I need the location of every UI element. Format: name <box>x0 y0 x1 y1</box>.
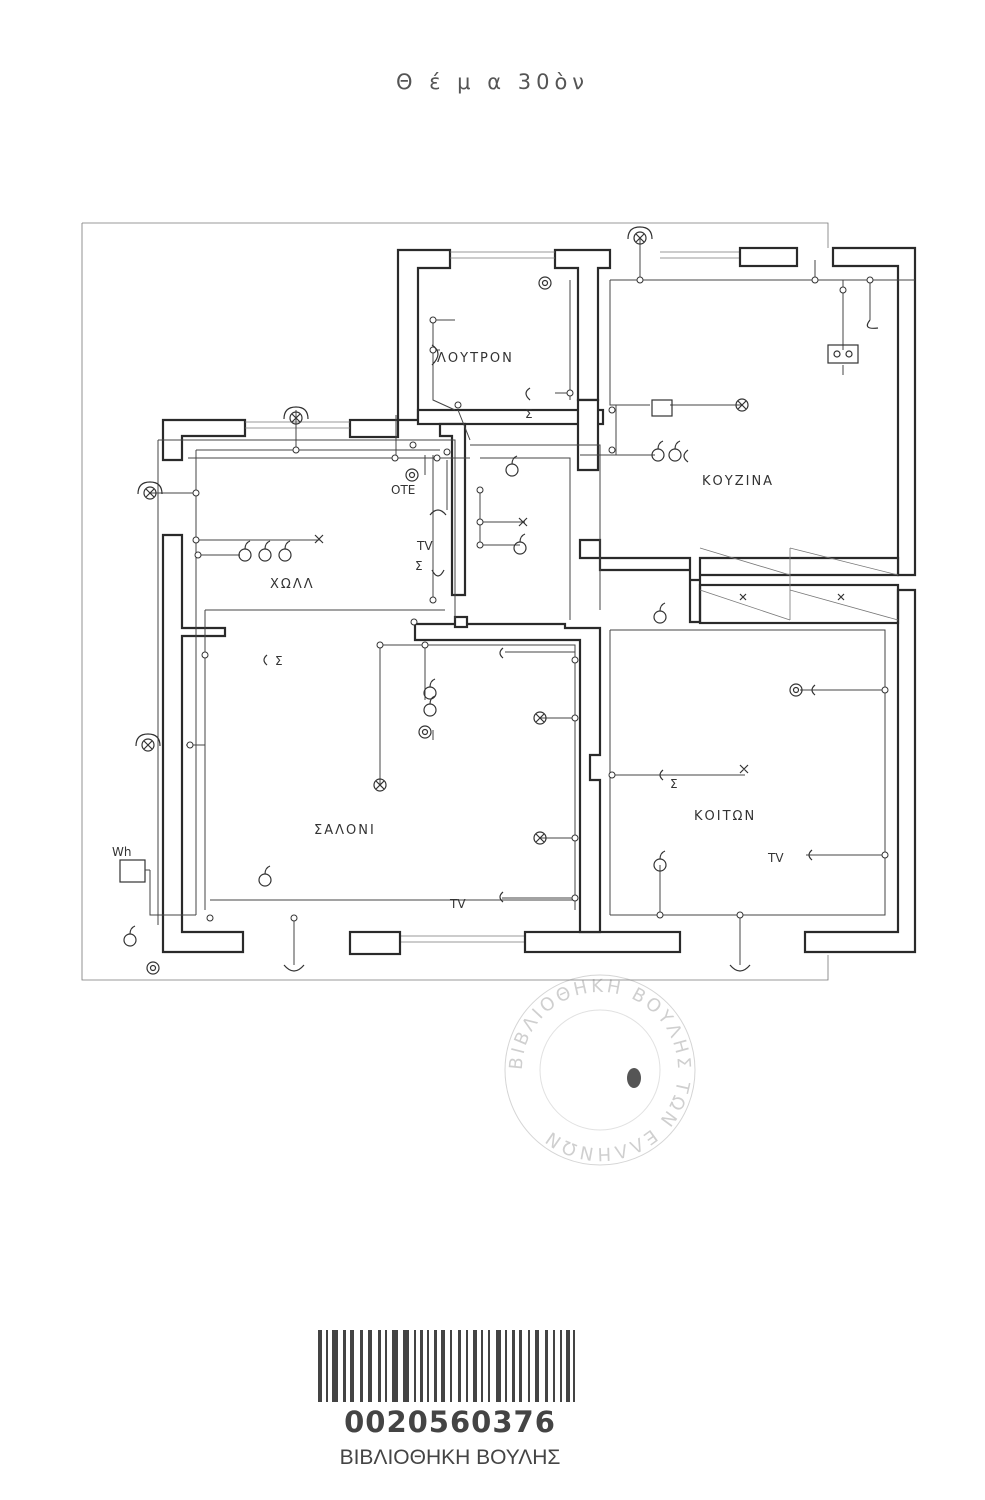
barcode-bar <box>385 1330 387 1402</box>
lamp-icon <box>283 406 309 425</box>
barcode-bar <box>466 1330 468 1402</box>
switch-icon <box>668 440 682 462</box>
barcode-bar <box>392 1330 398 1402</box>
switch-icon <box>651 440 665 462</box>
barcode-bar <box>553 1330 555 1402</box>
barcode-bar <box>441 1330 445 1402</box>
electricity-meter <box>119 859 150 883</box>
barcode-bar <box>434 1330 437 1402</box>
barcode-bar <box>535 1330 539 1402</box>
barcode-bar <box>414 1330 416 1402</box>
barcode-bar <box>573 1330 575 1402</box>
barcode-bar <box>545 1330 548 1402</box>
switch-icon <box>423 678 437 700</box>
sigma-label: Σ <box>275 654 283 668</box>
barcode-bar <box>458 1330 461 1402</box>
sigma-label: Σ <box>415 559 423 573</box>
lamp-icon <box>533 831 547 845</box>
barcode-bar <box>350 1330 354 1402</box>
barcode-bar <box>528 1330 530 1402</box>
barcode <box>318 1330 575 1402</box>
barcode-bar <box>378 1330 381 1402</box>
symbol-labels: ΟΤΕ TV TV TV Σ Σ Σ Σ Wh <box>112 407 784 911</box>
barcode-bar <box>368 1330 372 1402</box>
room-kitchen-label: ΚΟΥΖΙΝΑ <box>702 474 774 489</box>
room-labels: ΛΟΥΤΡΟΝ ΚΟΥΖΙΝΑ ΧΩΛΛ ΣΑΛΟΝΙ ΚΟΙΤΩΝ <box>270 351 774 838</box>
lamp-icon <box>137 481 163 500</box>
lamp-icon <box>627 226 653 245</box>
barcode-label: ΒΙΒΛΙΟΘΗΚΗ ΒΟΥΛΗΣ <box>339 1446 561 1469</box>
switch-icon <box>653 850 667 872</box>
tv-label: TV <box>449 897 466 911</box>
walls <box>161 246 917 956</box>
junction-nodes <box>186 276 889 922</box>
switch-icon <box>278 540 292 562</box>
lamp-icon <box>135 733 161 752</box>
wiring <box>149 238 915 965</box>
barcode-bar <box>332 1330 338 1402</box>
ceiling-lamp-icons <box>135 226 749 845</box>
barcode-bar <box>318 1330 322 1402</box>
barcode-bar <box>343 1330 346 1402</box>
switch-icons <box>123 440 682 947</box>
barcode-bar <box>560 1330 562 1402</box>
barcode-bar <box>481 1330 483 1402</box>
switch-icon <box>513 533 527 555</box>
switch-icon <box>238 540 252 562</box>
barcode-bar <box>519 1330 522 1402</box>
lamp-icon <box>735 398 749 412</box>
switch-icon <box>258 865 272 887</box>
switch-icon <box>505 455 519 477</box>
room-living-label: ΣΑΛΟΝΙ <box>314 823 376 838</box>
switch-icon <box>653 602 667 624</box>
switch-icon <box>258 540 272 562</box>
room-bedroom-label: ΚΟΙΤΩΝ <box>694 809 756 824</box>
barcode-bar <box>473 1330 477 1402</box>
meter-label: Wh <box>112 845 131 859</box>
barcode-bar <box>505 1330 507 1402</box>
sigma-label: Σ <box>670 777 678 791</box>
ink-blot <box>627 1068 641 1088</box>
ote-label: ΟΤΕ <box>391 483 415 497</box>
barcode-bar <box>326 1330 328 1402</box>
library-stamp: ΒΙΒΛΙΟΘΗΚΗ ΒΟΥΛΗΣ ΤΩΝ ΕΛΛΗΝΩΝ <box>504 974 696 1166</box>
svg-text:ΒΙΒΛΙΟΘΗΚΗ ΒΟΥΛΗΣ ΤΩΝ ΕΛΛΗΝΩΝ: ΒΙΒΛΙΟΘΗΚΗ ΒΟΥΛΗΣ ΤΩΝ ΕΛΛΗΝΩΝ <box>506 976 695 1164</box>
room-bathroom-label: ΛΟΥΤΡΟΝ <box>437 351 514 366</box>
barcode-number: 0020560376 <box>344 1405 556 1439</box>
lamp-icon <box>533 711 547 725</box>
barcode-bar <box>566 1330 570 1402</box>
room-hall-label: ΧΩΛΛ <box>270 577 315 592</box>
barcode-bar <box>403 1330 409 1402</box>
switch-icon <box>123 925 137 947</box>
switch-icon <box>423 695 437 717</box>
tv-label: TV <box>416 539 433 553</box>
sigma-label: Σ <box>525 407 533 421</box>
barcode-bar <box>488 1330 490 1402</box>
barcode-bar <box>420 1330 423 1402</box>
tv-label: TV <box>767 851 784 865</box>
barcode-bar <box>512 1330 515 1402</box>
page-title: Θ έ μ α 30ὸν <box>395 70 590 94</box>
socket-icons <box>146 276 879 975</box>
barcode-bar <box>450 1330 452 1402</box>
barcode-bar <box>496 1330 501 1402</box>
barcode-bar <box>427 1330 429 1402</box>
barcode-bar <box>360 1330 363 1402</box>
lamp-icon <box>373 778 387 792</box>
drawing-frame <box>81 222 829 981</box>
